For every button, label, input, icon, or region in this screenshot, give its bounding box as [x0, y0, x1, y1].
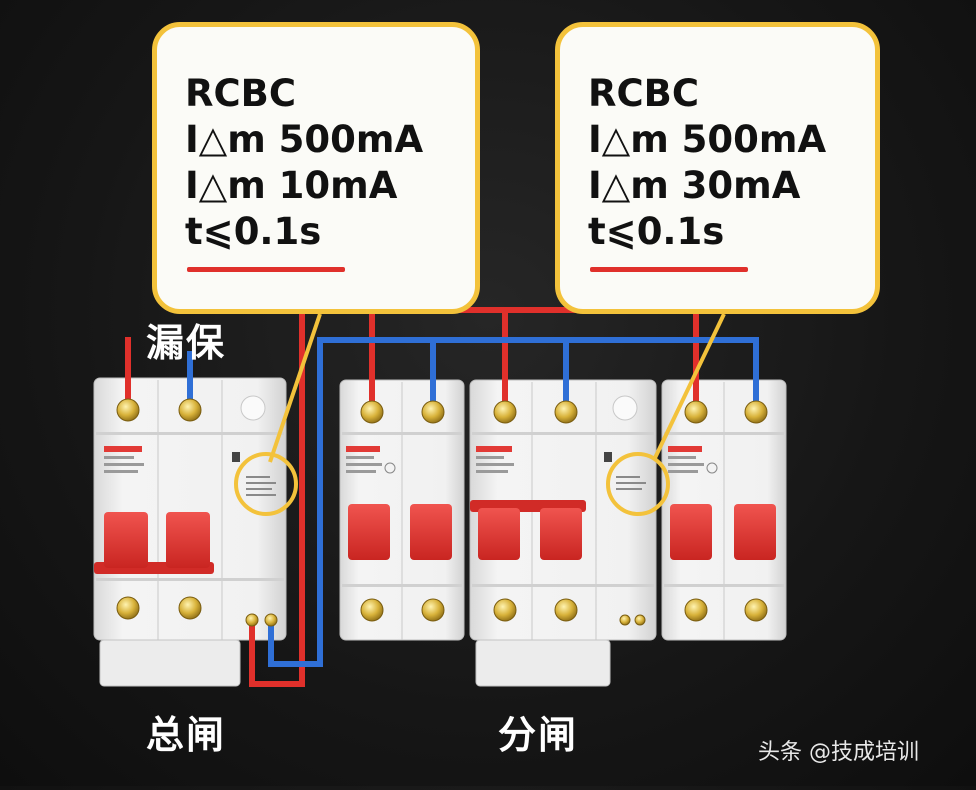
callout-line: I△m 10mA: [185, 164, 398, 207]
branch-breaker-label: 分闸: [498, 713, 579, 757]
terminal-screws: [116, 398, 768, 627]
main-rcbo-breaker: [93, 377, 287, 687]
main-breaker-label: 总闸: [146, 713, 227, 757]
callout-line: RCBC: [185, 72, 296, 115]
callout-line: I△m 500mA: [185, 118, 424, 161]
time-underline: [590, 267, 748, 272]
callout-line: t⩽0.1s: [588, 210, 725, 253]
callout-line: I△m 500mA: [588, 118, 827, 161]
callout-line: RCBC: [588, 72, 699, 115]
leakage-protector-label: 漏保: [146, 321, 227, 365]
rcbc-spec-callout-30ma: RCBC I△m 500mA I△m 30mA t⩽0.1s: [555, 22, 880, 314]
rcbc-spec-callout-10ma: RCBC I△m 500mA I△m 10mA t⩽0.1s: [152, 22, 480, 314]
callout-pointers: [234, 313, 726, 516]
branch-breaker-1: [339, 379, 465, 641]
callout-line: t⩽0.1s: [185, 210, 322, 253]
branch-breaker-2: [661, 379, 787, 641]
breaker-handles: [94, 500, 776, 574]
callout-line: I△m 30mA: [588, 164, 801, 207]
watermark: 头条 @技成培训: [758, 740, 919, 765]
time-underline: [187, 267, 345, 272]
wires: [125, 307, 759, 687]
